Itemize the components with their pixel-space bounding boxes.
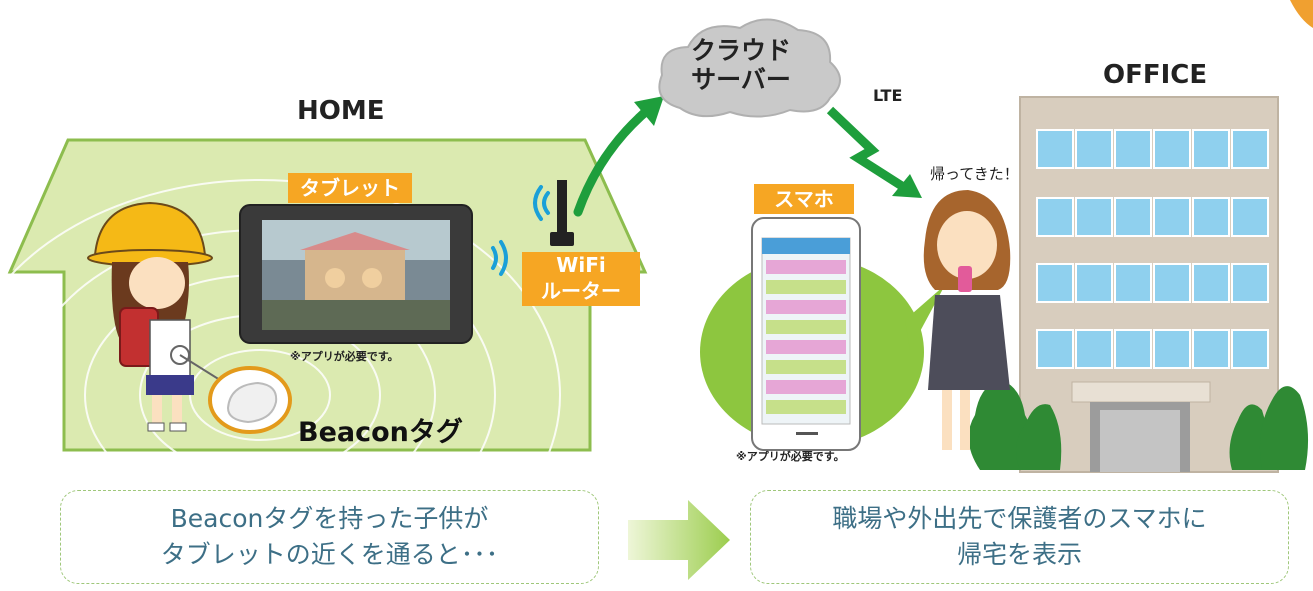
- beacon-label: Beaconタグ: [298, 417, 463, 448]
- caption-left: Beaconタグを持った子供が タブレットの近くを通ると･･･: [60, 490, 599, 584]
- caption-right-line2: 帰宅を表示: [956, 540, 1082, 569]
- corner-decoration: [1290, 0, 1313, 28]
- tablet-app-note: ※アプリが必要です。: [290, 350, 399, 363]
- cloud-label-line2: サーバー: [691, 65, 791, 94]
- child-figure: [87, 201, 213, 432]
- lte-link: [826, 106, 922, 198]
- router-label-line2: ルーター: [541, 279, 621, 303]
- office-building: [1019, 96, 1279, 473]
- trees: [968, 380, 1309, 470]
- router-label: WiFi ルーター: [522, 252, 640, 306]
- upload-arrow: [573, 96, 664, 217]
- beacon-tag: [170, 345, 292, 434]
- caption-right: 職場や外出先で保護者のスマホに 帰宅を表示: [750, 490, 1289, 584]
- lte-label: LTE: [873, 86, 903, 105]
- tablet-device: [239, 204, 473, 344]
- caption-right-line1: 職場や外出先で保護者のスマホに: [832, 504, 1207, 533]
- home-title: HOME: [297, 96, 385, 126]
- smartphone-bubble: [700, 217, 945, 451]
- phone-app-note: ※アプリが必要です。: [736, 450, 845, 463]
- mother-figure: [923, 190, 1011, 450]
- tablet-label: タブレット: [288, 173, 412, 203]
- caption-left-line2: タブレットの近くを通ると･･･: [160, 540, 499, 569]
- cloud-label-line1: クラウド: [690, 36, 791, 65]
- wifi-router: [491, 180, 574, 276]
- cloud-label: クラウド サーバー: [676, 36, 806, 94]
- speech-text: 帰ってきた！: [930, 165, 1019, 183]
- phone-label: スマホ: [754, 184, 854, 214]
- office-title: OFFICE: [1103, 60, 1208, 90]
- router-label-line1: WiFi: [556, 253, 606, 277]
- caption-left-line1: Beaconタグを持った子供が: [170, 504, 489, 533]
- flow-arrow: [628, 500, 730, 580]
- cloud-server: [658, 18, 841, 118]
